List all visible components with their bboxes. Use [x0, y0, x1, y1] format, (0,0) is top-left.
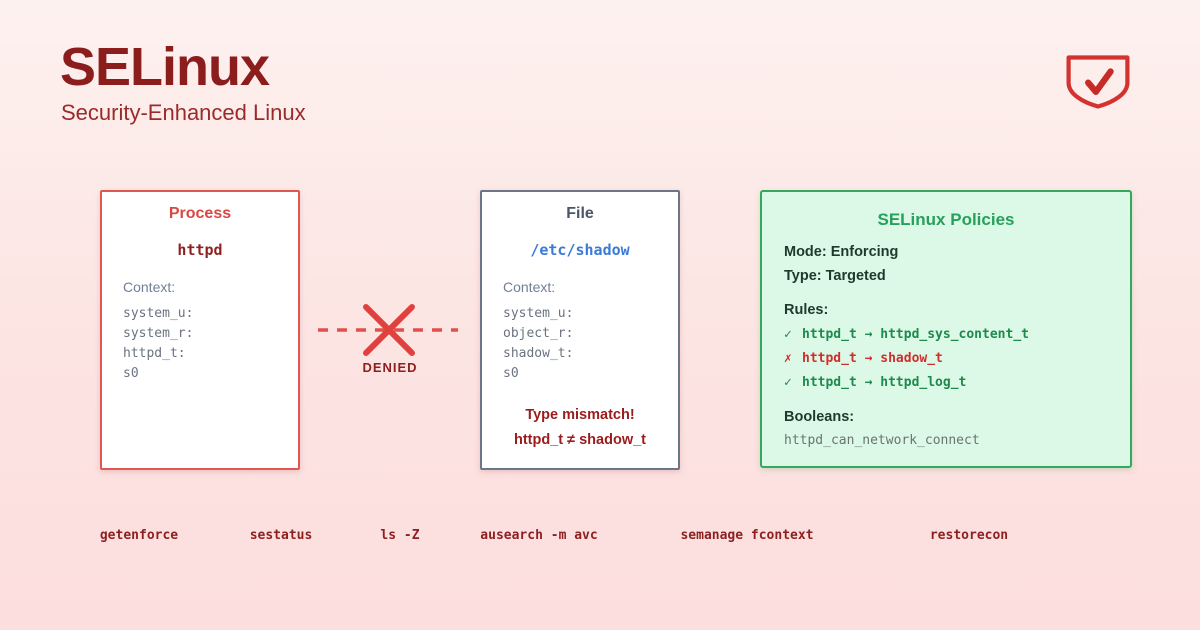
- policies-box-title: SELinux Policies: [877, 210, 1015, 229]
- rule-text: httpd_t → httpd_sys_content_t: [802, 327, 1029, 342]
- rule-text: httpd_t → shadow_t: [802, 351, 943, 366]
- page-subtitle: Security-Enhanced Linux: [61, 100, 306, 125]
- context-line: s0: [123, 366, 139, 381]
- booleans-label: Booleans:: [784, 409, 855, 425]
- command-sestatus: sestatus: [249, 528, 313, 543]
- process-context-lines: system_u: system_r: httpd_t: s0: [123, 304, 193, 384]
- type-mismatch-title: Type mismatch!: [525, 407, 635, 423]
- denied-label: DENIED: [362, 360, 418, 375]
- policy-type: Type: Targeted: [784, 268, 886, 284]
- rules-label: Rules:: [784, 302, 829, 318]
- process-box-title: Process: [168, 205, 232, 222]
- selinux-policies-box: SELinux Policies Mode: Enforcing Type: T…: [760, 190, 1132, 468]
- command-ausearch: ausearch -m avc: [480, 528, 598, 543]
- process-box: Process httpd Context: system_u: system_…: [100, 190, 300, 470]
- policy-rule: ✓ httpd_t → httpd_sys_content_t: [784, 327, 1029, 342]
- file-path: /etc/shadow: [530, 241, 630, 259]
- context-line: shadow_t:: [503, 346, 574, 361]
- context-line: system_u:: [123, 306, 194, 321]
- command-restorecon: restorecon: [929, 528, 1009, 543]
- file-box-title: File: [566, 205, 594, 222]
- boolean-value: httpd_can_network_connect: [784, 433, 980, 448]
- file-box: File /etc/shadow Context: system_u: obje…: [480, 190, 680, 470]
- shield-check-icon: [1066, 55, 1130, 109]
- type-mismatch-detail: httpd_t ≠ shadow_t: [513, 432, 646, 448]
- page-title: SELinux: [60, 37, 270, 97]
- command-ls-z: ls -Z: [380, 528, 420, 543]
- context-line: system_r:: [123, 326, 194, 341]
- policy-mode: Mode: Enforcing: [784, 244, 899, 260]
- context-line: httpd_t:: [123, 346, 186, 361]
- policy-rule: ✗ httpd_t → shadow_t: [784, 351, 943, 366]
- check-icon: ✓: [784, 327, 792, 342]
- cross-icon: ✗: [784, 351, 792, 366]
- rule-text: httpd_t → httpd_log_t: [802, 375, 967, 390]
- process-context-label: Context:: [123, 279, 176, 295]
- file-context-lines: system_u: object_r: shadow_t: s0: [503, 304, 573, 384]
- context-line: object_r:: [503, 326, 574, 341]
- context-line: system_u:: [503, 306, 574, 321]
- context-line: s0: [503, 366, 519, 381]
- file-context-label: Context:: [503, 279, 556, 295]
- command-getenforce: getenforce: [99, 528, 179, 543]
- policy-rule: ✓ httpd_t → httpd_log_t: [784, 375, 966, 390]
- denied-connector-icon: [318, 304, 458, 356]
- process-name: httpd: [177, 241, 223, 259]
- check-icon: ✓: [784, 375, 792, 390]
- command-semanage: semanage fcontext: [680, 528, 814, 543]
